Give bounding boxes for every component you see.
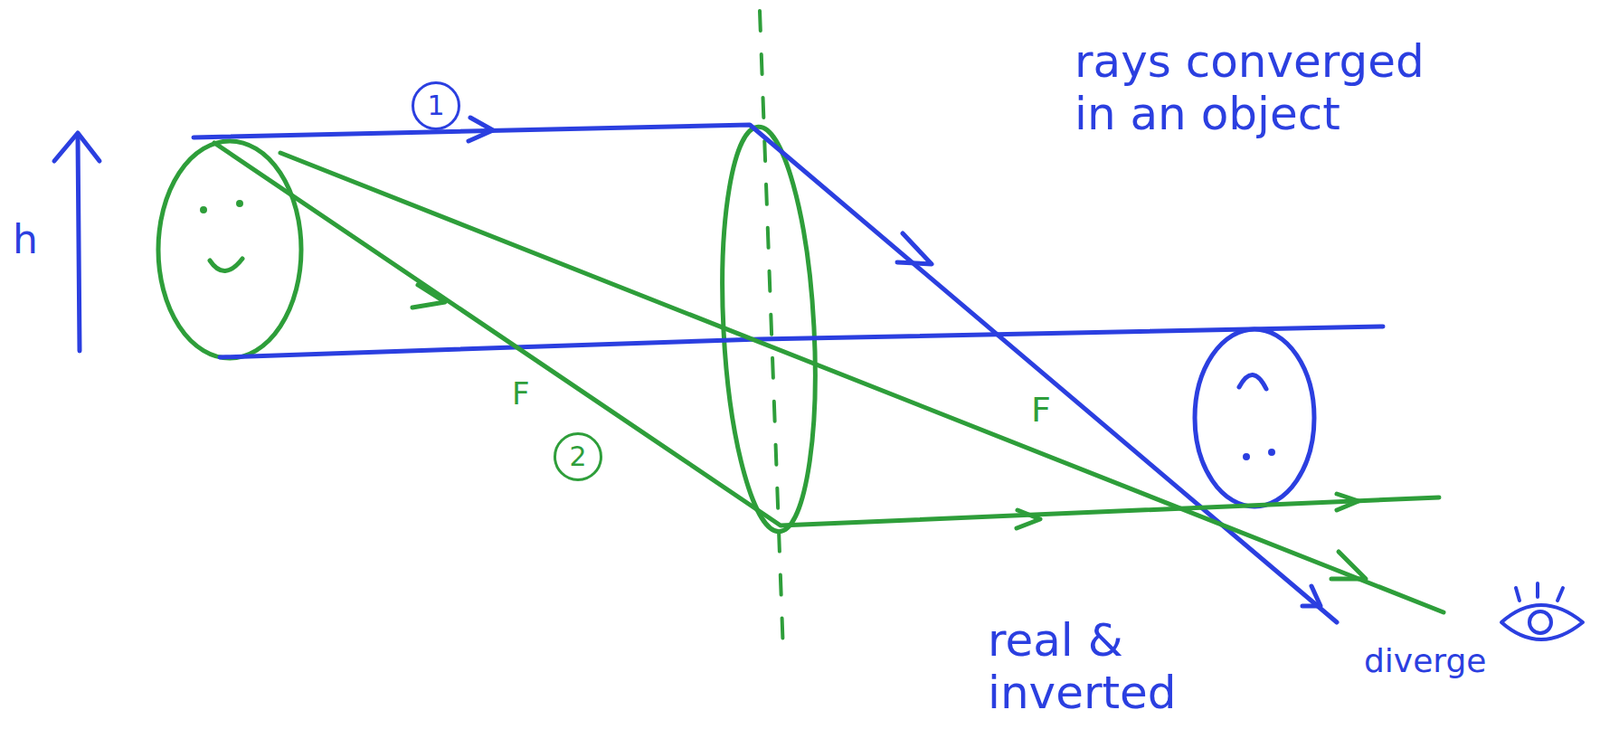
central-ray: [280, 152, 1444, 613]
eyelash: [1515, 587, 1520, 601]
note-text: diverge: [1363, 642, 1487, 680]
eyelash: [1535, 583, 1540, 597]
note-text: real & inverted: [987, 615, 1214, 720]
arrow-head: [1331, 551, 1366, 579]
arrow-head: [1302, 586, 1321, 606]
height-arrow: [77, 135, 80, 351]
callout-number: 1: [411, 81, 461, 131]
eyelash: [1557, 587, 1563, 601]
viewer-eye: [1501, 605, 1583, 640]
pupil: [1529, 611, 1552, 634]
arrow-head: [468, 117, 493, 142]
height-label: h: [12, 217, 38, 264]
eye: [1243, 454, 1250, 460]
frown: [1239, 374, 1267, 389]
axis-line: [219, 326, 1383, 358]
focal-point-label: F: [511, 376, 531, 412]
smile: [209, 258, 243, 272]
arrow-head: [897, 233, 932, 265]
eye: [236, 200, 243, 207]
focal-point-label: F: [1031, 390, 1051, 431]
note-text: rays converged in an object: [1074, 36, 1473, 141]
eye: [1268, 449, 1275, 455]
arrow-head: [412, 284, 445, 308]
object-face: [158, 141, 302, 359]
callout-number: 2: [553, 432, 603, 482]
lens-plane: [759, 10, 784, 654]
arrow-head: [1016, 510, 1041, 529]
arrow-head: [1336, 493, 1359, 511]
image-face: [1194, 329, 1315, 507]
arrow-head: [54, 132, 100, 161]
ray-1: [193, 124, 1337, 623]
eye: [200, 207, 207, 213]
